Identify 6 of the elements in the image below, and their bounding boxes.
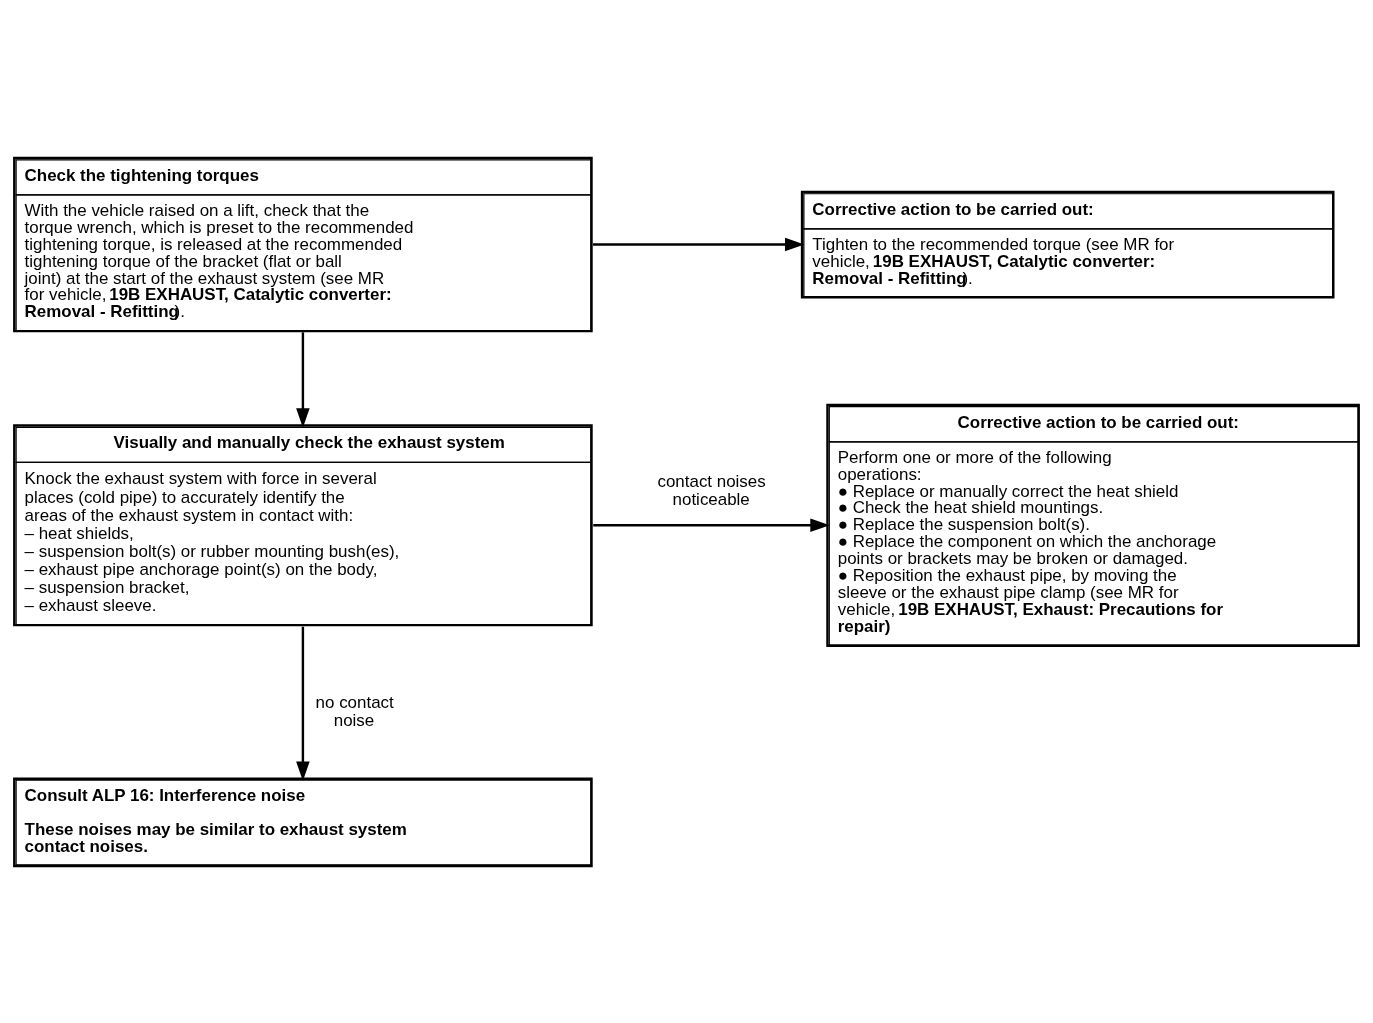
arrow — [593, 237, 805, 251]
edge-label: contact noises noticeable — [657, 471, 766, 509]
edge-label: no contact noise — [315, 692, 394, 730]
arrow — [296, 626, 310, 781]
arrow — [296, 331, 310, 428]
arrow — [593, 518, 830, 532]
